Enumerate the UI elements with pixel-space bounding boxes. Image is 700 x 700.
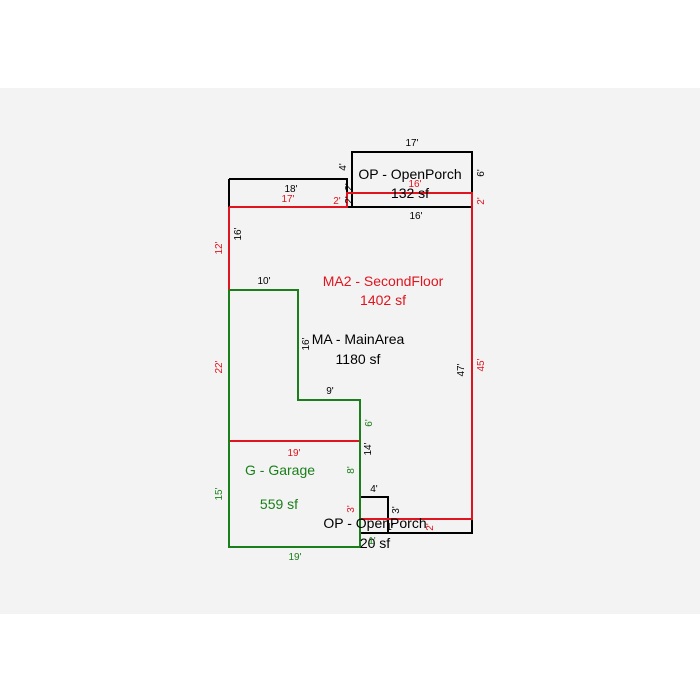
dim-op-bottom-small: 1' bbox=[386, 522, 394, 533]
dim-black-notch-bottom: 9' bbox=[326, 386, 334, 397]
dim-black-step-b: 2' bbox=[344, 196, 355, 204]
dim-black-notch-top: 10' bbox=[257, 276, 270, 287]
dim-red-step: 2' bbox=[333, 196, 341, 207]
garage-name: G - Garage bbox=[245, 462, 315, 478]
open-porch-bottom-size: 20 sf bbox=[360, 535, 390, 551]
garage-size: 559 sf bbox=[260, 496, 298, 512]
garage-outline bbox=[228, 289, 361, 548]
dim-black-mid: 14' bbox=[363, 442, 374, 455]
dim-black-top: 18' bbox=[284, 184, 297, 195]
dim-black-right: 47' bbox=[456, 363, 467, 376]
dim-green-left: 15' bbox=[214, 487, 225, 500]
dim-black-notch-side: 16' bbox=[301, 337, 312, 350]
dim-red-right-top: 2' bbox=[476, 197, 487, 205]
main-area-size: 1180 sf bbox=[336, 351, 381, 367]
dim-red-right: 45' bbox=[476, 358, 487, 371]
open-porch-top-name: OP - OpenPorch bbox=[358, 166, 461, 182]
dim-red-top-left: 17' bbox=[281, 194, 294, 205]
second-floor-outline bbox=[228, 192, 473, 520]
open-porch-top-size: 132 sf bbox=[391, 185, 429, 201]
dim-op-bottom-top: 4' bbox=[370, 484, 378, 495]
open-porch-bottom-name: OP - OpenPorch bbox=[323, 515, 426, 531]
dim-op-top-left: 4' bbox=[338, 163, 349, 171]
dim-green-bottom: 19' bbox=[288, 552, 301, 563]
dim-op-top-right: 6' bbox=[476, 169, 487, 177]
dim-green-right-mid: 8' bbox=[346, 466, 357, 474]
dim-red-mid: 19' bbox=[287, 448, 300, 459]
dim-op-top-bottom: 16' bbox=[409, 211, 422, 222]
open-porch-top-outline bbox=[351, 151, 473, 208]
dim-red-left-upper: 12' bbox=[214, 241, 225, 254]
dim-red-top-right: 16' bbox=[408, 179, 421, 190]
sketch-background bbox=[0, 88, 700, 614]
dim-op-top-width: 17' bbox=[405, 138, 418, 149]
main-area-name: MA - MainArea bbox=[312, 331, 405, 347]
second-floor-size: 1402 sf bbox=[360, 292, 406, 308]
dim-green-right-upper: 6' bbox=[364, 419, 375, 427]
second-floor-name: MA2 - SecondFloor bbox=[323, 273, 444, 289]
dim-green-right-lower: 3' bbox=[346, 505, 357, 513]
dim-black-step-a: 2' bbox=[344, 183, 355, 191]
dim-red-left-lower: 22' bbox=[214, 360, 225, 373]
dim-op-bottom-side: 3' bbox=[391, 506, 402, 514]
dim-red-bottom: 2' bbox=[425, 523, 436, 531]
dim-green-small: 1' bbox=[368, 536, 376, 547]
dim-black-left: 16' bbox=[233, 227, 244, 240]
